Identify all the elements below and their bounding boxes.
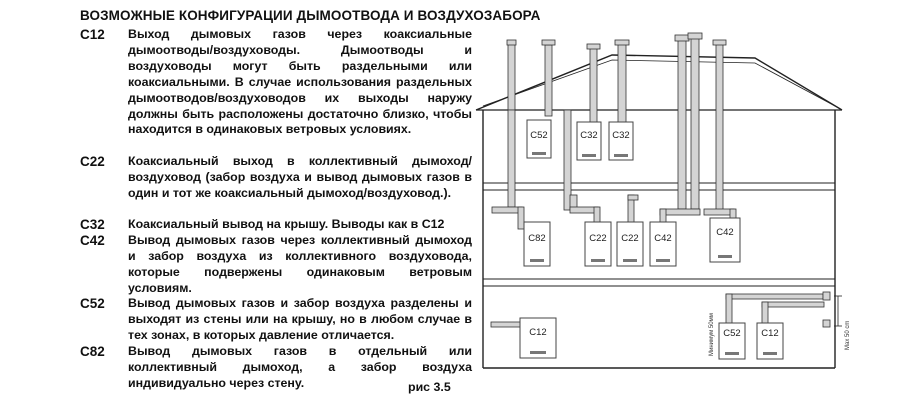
boiler-mid-c42-b: C42 xyxy=(709,217,741,263)
boiler-label: C32 xyxy=(612,130,629,141)
boilers: C52 C32 C32 C82 C22 C22 xyxy=(519,119,784,360)
config-entry-c42: C42 Вывод дымовых газов через коллективн… xyxy=(80,233,472,297)
boiler-label: C82 xyxy=(528,233,545,244)
dimension-label: Max 50 cm xyxy=(845,321,851,350)
boiler-mid-c82: C82 xyxy=(523,221,551,267)
boiler-label: C52 xyxy=(723,328,740,339)
boiler-mid-c22-a: C22 xyxy=(584,221,612,267)
config-description: Вывод дымовых газов через коллективный д… xyxy=(128,233,472,295)
boiler-mid-c42-a: C42 xyxy=(649,221,677,267)
config-entry-c12: C12 Выход дымовых газов через коаксиальн… xyxy=(80,27,472,138)
boiler-label: C22 xyxy=(589,233,606,244)
config-description: Коаксиальный вывод на крышу. Выводы как … xyxy=(128,217,445,231)
dimension-marker: Max 50 cm xyxy=(834,295,851,350)
boiler-bot-c12-b: C12 xyxy=(756,322,784,360)
config-code: C52 xyxy=(80,296,105,311)
config-entry-c52: C52 Вывод дымовых газов и забор воздуха … xyxy=(80,296,472,344)
boiler-bot-c12-a: C12 xyxy=(519,317,557,359)
config-entry-c22: C22 Коаксиальный выход в коллективный ды… xyxy=(80,154,472,202)
figure-caption: рис 3.5 xyxy=(408,380,451,394)
boiler-label: C32 xyxy=(580,130,597,141)
boiler-mid-c22-b: C22 xyxy=(616,221,644,267)
boiler-bot-c52: C52 xyxy=(718,322,746,360)
wall-note-label: Минимум 50мм xyxy=(709,313,715,356)
flue-pipes xyxy=(490,32,831,328)
boiler-label: C22 xyxy=(621,233,638,244)
boiler-label: C52 xyxy=(530,130,547,141)
config-code: C32 xyxy=(80,217,105,232)
config-code: C42 xyxy=(80,233,105,248)
config-description: Выход дымовых газов через коаксиальные д… xyxy=(128,27,472,137)
config-entry-c32: C32 Коаксиальный вывод на крышу. Выводы … xyxy=(80,217,472,233)
config-description: Вывод дымовых газов в отдельный или колл… xyxy=(128,344,472,390)
config-code: C22 xyxy=(80,154,105,169)
boiler-top-c32-b: C32 xyxy=(608,121,634,161)
page-title: ВОЗМОЖНЫЕ КОНФИГУРАЦИИ ДЫМООТВОДА И ВОЗД… xyxy=(80,8,541,23)
boiler-label: C12 xyxy=(529,327,546,338)
config-description: Вывод дымовых газов и забор воздуха разд… xyxy=(128,296,472,342)
config-code: C12 xyxy=(80,27,105,42)
boiler-label: C42 xyxy=(654,233,671,244)
config-description: Коаксиальный выход в коллективный дымохо… xyxy=(128,154,472,200)
boiler-label: C42 xyxy=(716,227,733,238)
config-code: C82 xyxy=(80,344,105,359)
boiler-top-c52: C52 xyxy=(526,119,552,159)
config-entry-c82: C82 Вывод дымовых газов в отдельный или … xyxy=(80,344,472,392)
boiler-label: C12 xyxy=(761,328,778,339)
boiler-top-c32-a: C32 xyxy=(576,121,602,161)
